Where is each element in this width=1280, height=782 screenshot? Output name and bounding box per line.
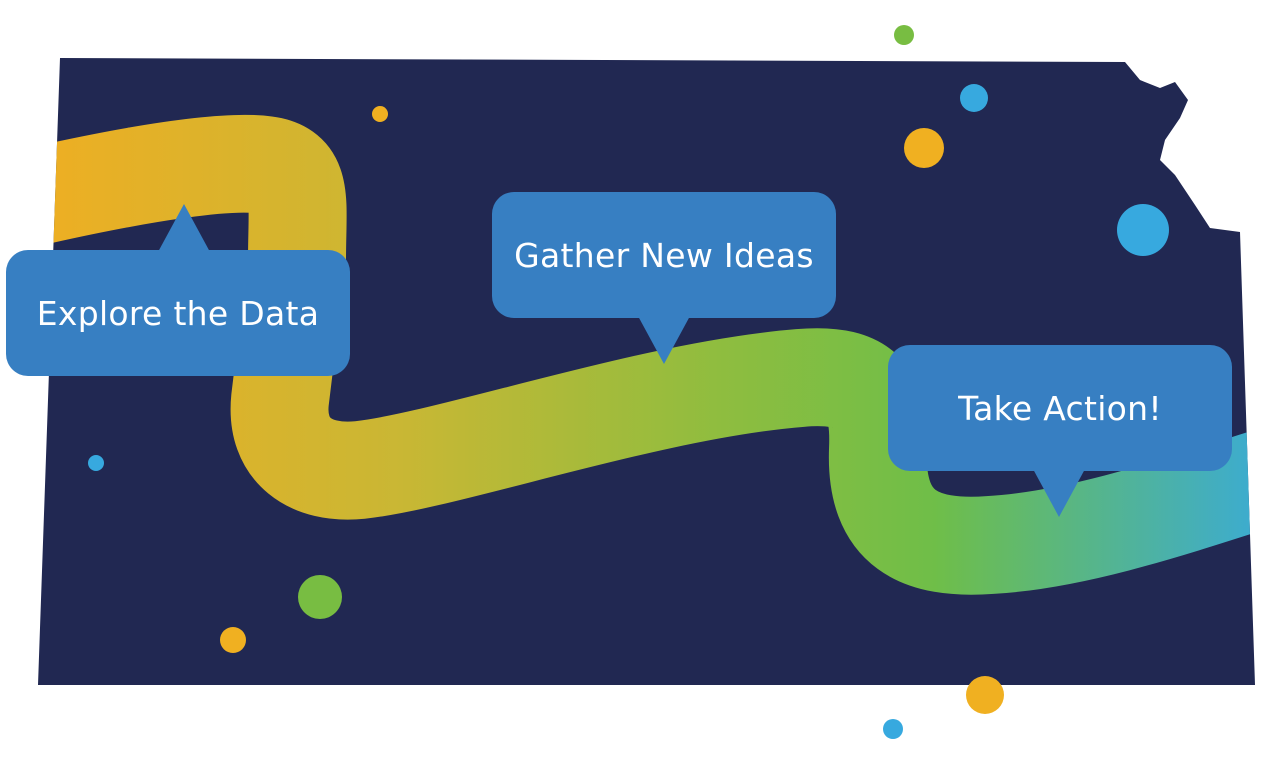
dot-green — [298, 575, 342, 619]
bubble-pointer — [638, 316, 690, 364]
step-label: Take Action! — [958, 388, 1162, 428]
bubble-pointer — [1033, 469, 1085, 517]
dot-orange — [372, 106, 388, 122]
decorative-dots — [88, 25, 1169, 739]
step-bubble-explore: Explore the Data — [6, 204, 350, 376]
dot-blue — [960, 84, 988, 112]
step-label: Explore the Data — [36, 293, 320, 333]
dot-orange — [904, 128, 944, 168]
dot-blue — [1117, 204, 1169, 256]
step-label: Gather New Ideas — [514, 235, 814, 275]
winding-road-path — [38, 114, 1255, 595]
step-bubble-action: Take Action! — [888, 345, 1232, 517]
dot-blue — [883, 719, 903, 739]
dot-orange — [220, 627, 246, 653]
step-bubble-gather: Gather New Ideas — [492, 192, 836, 364]
dot-blue — [88, 455, 104, 471]
bubble-pointer — [158, 204, 210, 252]
dot-green — [894, 25, 914, 45]
dot-orange — [966, 676, 1004, 714]
